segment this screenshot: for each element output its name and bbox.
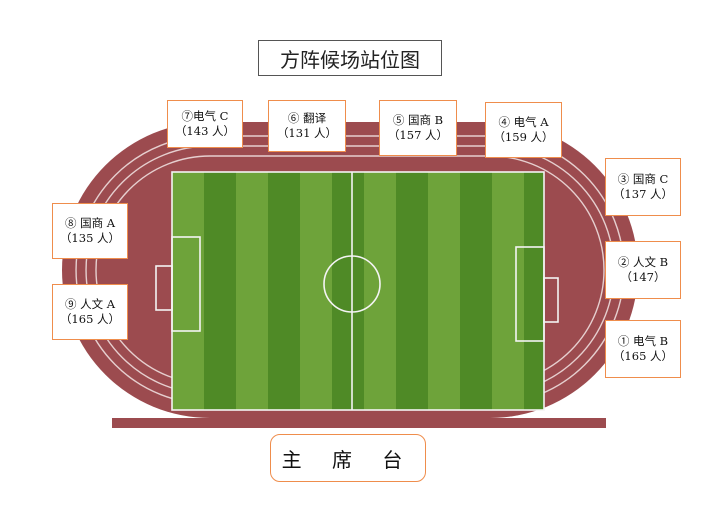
position-4-count: （159 人） xyxy=(493,130,554,144)
position-1-electrical-b: ① 电气 B （165 人） xyxy=(605,320,681,378)
position-9-humanities-a: ⑨ 人文 A （165 人） xyxy=(52,284,128,340)
diagram-title: 方阵候场站位图 xyxy=(258,40,442,76)
position-8-name: ⑧ 国商 A xyxy=(64,216,116,230)
position-9-name: ⑨ 人文 A xyxy=(64,297,116,311)
position-8-intl-business-a: ⑧ 国商 A （135 人） xyxy=(52,203,128,259)
position-1-count: （165 人） xyxy=(612,349,674,363)
position-8-count: （135 人） xyxy=(59,231,121,245)
podium-label: 主 席 台 xyxy=(270,434,426,482)
position-4-electrical-a: ④ 电气 A （159 人） xyxy=(485,102,562,158)
position-3-intl-business-c: ③ 国商 C （137 人） xyxy=(605,158,681,216)
front-straight xyxy=(112,418,606,428)
position-6-translation: ⑥ 翻译 （131 人） xyxy=(268,100,346,152)
position-7-electrical-c: ⑦电气 C （143 人） xyxy=(167,100,243,148)
position-5-intl-business-b: ⑤ 国商 B （157 人） xyxy=(379,100,457,156)
position-4-name: ④ 电气 A xyxy=(498,115,549,129)
position-2-name: ② 人文 B xyxy=(617,255,669,269)
position-7-name: ⑦电气 C xyxy=(181,109,229,123)
position-1-name: ① 电气 B xyxy=(617,334,669,348)
football-pitch xyxy=(172,172,544,410)
pitch-markings xyxy=(155,171,559,411)
position-2-humanities-b: ② 人文 B （147） xyxy=(605,241,681,299)
position-7-count: （143 人） xyxy=(174,124,236,138)
position-2-count: （147） xyxy=(620,270,666,284)
position-6-count: （131 人） xyxy=(276,126,338,140)
position-3-count: （137 人） xyxy=(612,187,674,201)
position-5-name: ⑤ 国商 B xyxy=(392,113,444,127)
position-6-name: ⑥ 翻译 xyxy=(287,111,327,125)
position-5-count: （157 人） xyxy=(387,128,449,142)
position-3-name: ③ 国商 C xyxy=(617,172,669,186)
position-9-count: （165 人） xyxy=(59,312,121,326)
